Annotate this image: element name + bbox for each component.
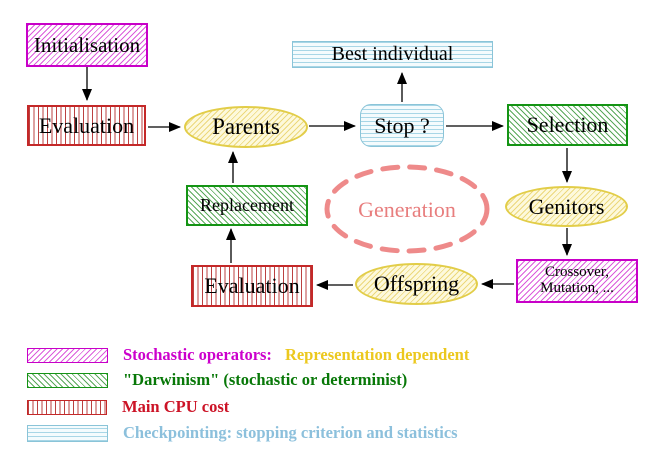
generation-label: Generation — [358, 197, 456, 222]
legend-swatch-main-cpu-cost — [27, 399, 107, 415]
node-crossover-line2: Mutation, ... — [540, 280, 614, 296]
node-initialisation-label: Initialisation — [33, 32, 141, 57]
legend-label-checkpointing: Checkpointing: stopping criterion and st… — [123, 423, 458, 442]
legend-row-darwinism: "Darwinism" (stochastic or determinist) — [27, 370, 407, 390]
legend-row-stochastic-operators: Stochastic operators: Representation dep… — [27, 345, 469, 365]
node-offspring-label: Offspring — [373, 271, 460, 297]
legend-swatch-checkpointing — [27, 424, 108, 442]
legend-swatch-darwinism — [27, 372, 108, 388]
legend-row-checkpointing: Checkpointing: stopping criterion and st… — [27, 423, 458, 443]
node-evaluation-top-label: Evaluation — [38, 112, 135, 138]
node-best-individual: Best individual — [292, 41, 493, 68]
node-parents-label: Parents — [212, 113, 280, 139]
node-genitors-label: Genitors — [528, 193, 605, 219]
node-parents: Parents — [184, 106, 308, 148]
legend-label-darwinism: "Darwinism" (stochastic or determinist) — [123, 370, 408, 389]
legend-label-stochastic-operators: Stochastic operators: — [123, 345, 272, 364]
legend-row-main-cpu-cost: Main CPU cost — [27, 397, 229, 417]
legend-label-main-cpu-cost: Main CPU cost — [122, 397, 230, 416]
node-offspring: Offspring — [355, 263, 478, 305]
node-best-individual-label: Best individual — [331, 43, 454, 65]
node-evaluation-bottom-label: Evaluation — [204, 273, 300, 299]
node-stop: Stop ? — [360, 104, 444, 147]
node-initialisation: Initialisation — [26, 23, 148, 67]
node-genitors: Genitors — [505, 186, 628, 227]
node-replacement-label: Replacement — [200, 195, 294, 216]
node-evaluation-top: Evaluation — [27, 105, 146, 146]
node-selection: Selection — [507, 104, 628, 146]
legend-swatch-stochastic-operators — [27, 347, 108, 363]
node-evaluation-bottom: Evaluation — [191, 265, 313, 307]
node-crossover-line1: Crossover, — [545, 264, 609, 281]
node-crossover-mutation: Crossover, Mutation, ... — [516, 259, 638, 303]
node-stop-label: Stop ? — [374, 112, 430, 138]
node-replacement: Replacement — [186, 185, 308, 226]
legend-label-representation-dependent: Representation dependent — [284, 345, 470, 364]
node-selection-label: Selection — [526, 112, 609, 138]
